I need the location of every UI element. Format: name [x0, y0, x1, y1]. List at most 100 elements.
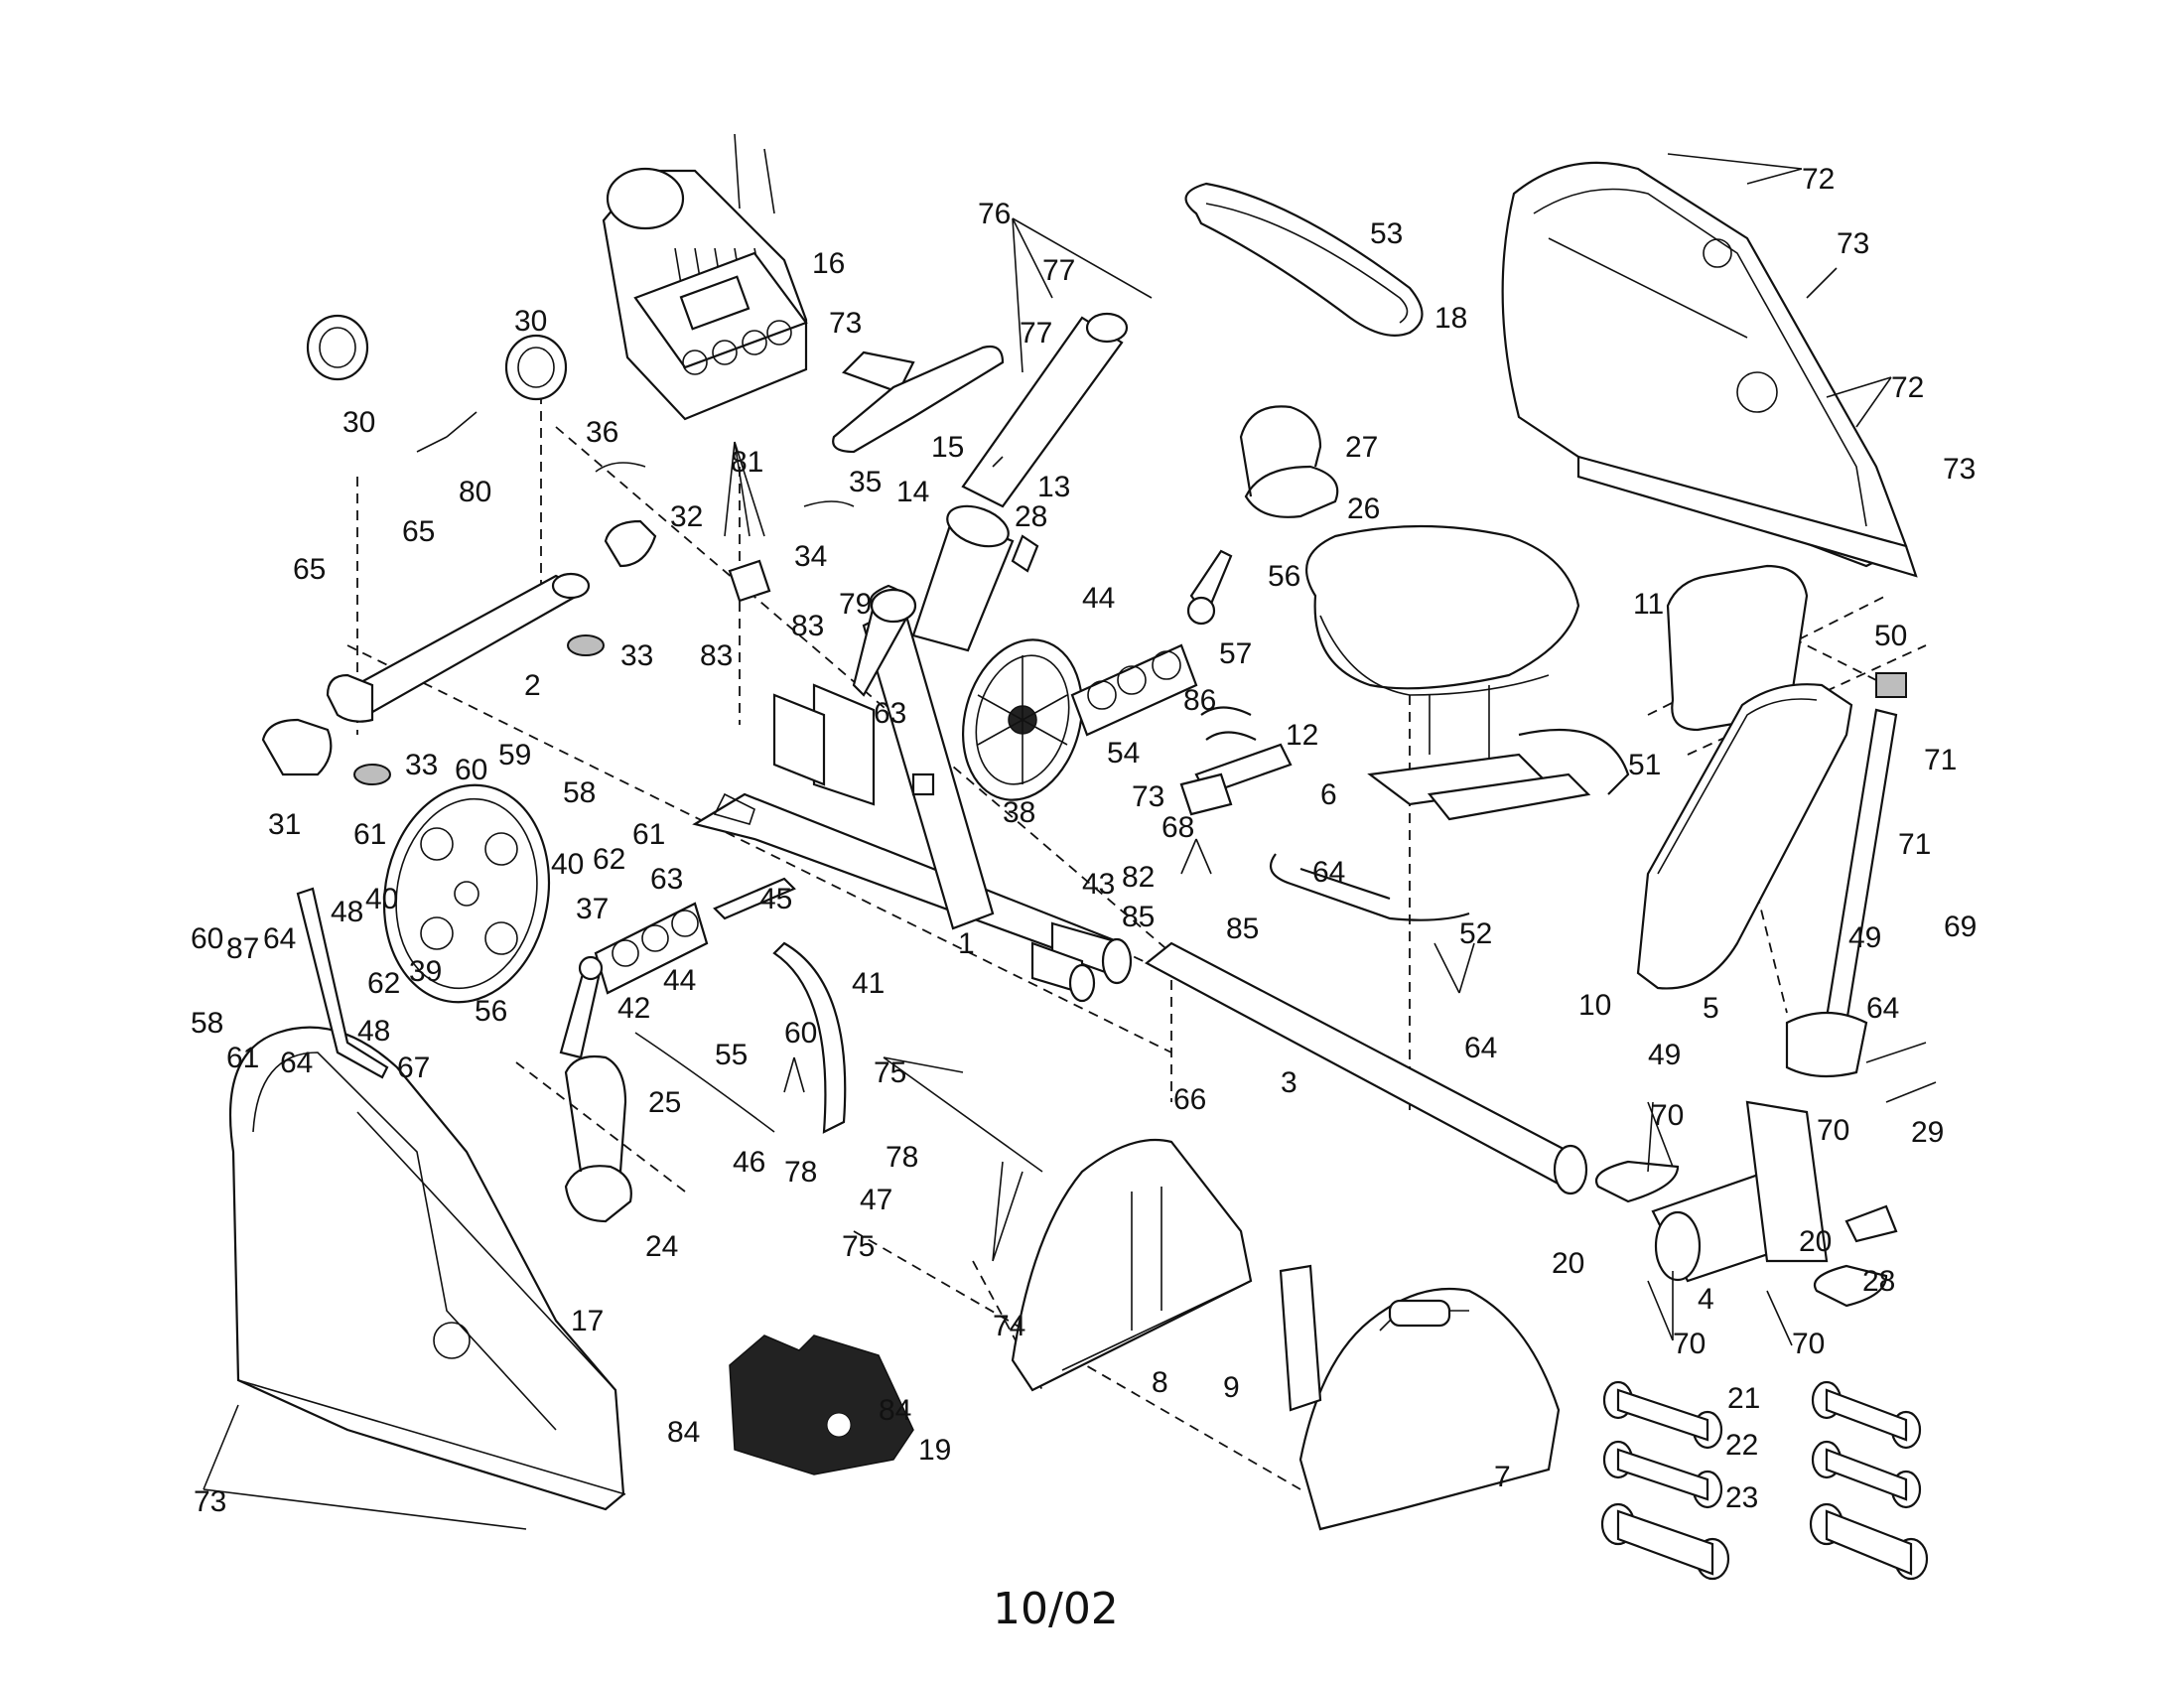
- label-43: 43: [1082, 868, 1115, 901]
- label-14: 14: [896, 476, 929, 508]
- label-28b: 28: [1862, 1265, 1895, 1298]
- label-61c: 61: [226, 1042, 259, 1074]
- label-50: 50: [1874, 620, 1907, 652]
- label-73c: 73: [1943, 453, 1976, 486]
- part-6-seat-carriage: [1269, 728, 1630, 921]
- label-74: 74: [993, 1310, 1025, 1342]
- label-11: 11: [1633, 588, 1664, 621]
- label-30: 30: [342, 406, 375, 439]
- label-40b: 40: [365, 883, 398, 915]
- label-16: 16: [812, 247, 845, 280]
- label-58b: 58: [191, 1007, 223, 1040]
- label-60b: 60: [784, 1017, 817, 1050]
- label-41: 41: [852, 967, 885, 1000]
- label-8: 8: [1152, 1366, 1168, 1399]
- label-63b: 63: [650, 863, 683, 896]
- label-20: 20: [1552, 1247, 1584, 1280]
- part-41-brake-band: [772, 941, 847, 1134]
- part-10-seat-back: [1636, 683, 1853, 990]
- label-34: 34: [794, 540, 827, 573]
- label-47: 47: [860, 1184, 892, 1216]
- label-56b: 56: [475, 995, 507, 1028]
- label-53: 53: [1370, 217, 1403, 250]
- part-42-crank: [559, 955, 604, 1059]
- label-12: 12: [1286, 719, 1318, 752]
- label-60: 60: [455, 754, 487, 786]
- label-9: 9: [1223, 1371, 1240, 1404]
- label-85: 85: [1122, 901, 1155, 933]
- part-45-axle: [713, 877, 796, 920]
- label-49b: 49: [1648, 1039, 1681, 1071]
- label-57: 57: [1219, 637, 1252, 670]
- label-82: 82: [1122, 861, 1155, 894]
- label-86: 86: [1183, 684, 1216, 717]
- label-75b: 75: [842, 1230, 875, 1263]
- label-3: 3: [1281, 1066, 1297, 1099]
- part-labels: 1 2 3 4 5 6 7 8 9 10 11 12 13 14 15 16 1…: [191, 163, 1977, 1518]
- label-75: 75: [874, 1056, 906, 1089]
- small-hardware: [261, 314, 1937, 1243]
- label-78b: 78: [886, 1141, 918, 1174]
- label-65b: 65: [402, 515, 435, 548]
- label-13: 13: [1037, 471, 1070, 503]
- label-36: 36: [586, 416, 618, 449]
- label-25: 25: [648, 1086, 681, 1119]
- label-17: 17: [571, 1305, 604, 1337]
- label-30b: 30: [514, 305, 547, 338]
- label-56: 56: [1268, 560, 1300, 593]
- label-40: 40: [551, 848, 584, 881]
- part-44-bearings: [594, 643, 1198, 995]
- label-46: 46: [733, 1146, 765, 1179]
- part-14-head-tube: [852, 504, 1015, 697]
- part-2-front-stabilizer: [326, 572, 591, 723]
- label-73e: 73: [194, 1485, 226, 1518]
- label-42: 42: [617, 992, 650, 1025]
- label-69: 69: [1944, 911, 1977, 943]
- label-62: 62: [593, 843, 625, 876]
- label-83: 83: [791, 610, 824, 642]
- label-20b: 20: [1799, 1225, 1832, 1258]
- label-60c: 60: [191, 922, 223, 955]
- label-64e: 64: [280, 1047, 313, 1079]
- label-73d: 73: [1132, 780, 1164, 813]
- label-63: 63: [874, 697, 906, 730]
- label-21: 21: [1727, 1382, 1760, 1415]
- part-9-post: [1279, 1264, 1322, 1412]
- label-29: 29: [1911, 1116, 1944, 1149]
- label-38: 38: [1003, 796, 1035, 829]
- part-18-right-shroud: [1501, 161, 1918, 578]
- label-84: 84: [879, 1394, 911, 1427]
- label-45: 45: [759, 883, 792, 915]
- label-70: 70: [1651, 1099, 1684, 1132]
- label-10: 10: [1578, 989, 1611, 1022]
- label-1: 1: [958, 927, 975, 960]
- label-22: 22: [1725, 1429, 1758, 1462]
- label-64d: 64: [263, 922, 296, 955]
- part-53-drive-belt: [1184, 182, 1424, 337]
- label-6: 6: [1320, 778, 1337, 811]
- label-35: 35: [849, 466, 882, 498]
- label-70d: 70: [1792, 1328, 1825, 1360]
- label-5: 5: [1703, 992, 1719, 1025]
- part-15-handlebar: [832, 345, 1005, 454]
- part-4-seat-post-bracket: [1651, 1100, 1829, 1283]
- label-31: 31: [268, 808, 301, 841]
- part-8-base: [1011, 1138, 1253, 1392]
- label-70b: 70: [1817, 1114, 1849, 1147]
- part-16-console: [602, 167, 808, 421]
- label-33b: 33: [405, 749, 438, 781]
- part-17-left-shroud: [228, 1026, 626, 1511]
- label-33: 33: [620, 639, 653, 672]
- label-66: 66: [1173, 1083, 1206, 1116]
- part-13-handlebar-stem: [961, 312, 1129, 508]
- part-5-seat-post: [1785, 672, 1907, 1078]
- label-44b: 44: [663, 964, 696, 997]
- part-1-main-frame: [692, 604, 1133, 1003]
- label-68: 68: [1161, 811, 1194, 844]
- label-26: 26: [1347, 492, 1380, 525]
- part-24-25-pedal: [564, 1054, 632, 1223]
- label-39: 39: [409, 955, 442, 988]
- label-32: 32: [670, 500, 703, 533]
- label-87: 87: [226, 932, 259, 965]
